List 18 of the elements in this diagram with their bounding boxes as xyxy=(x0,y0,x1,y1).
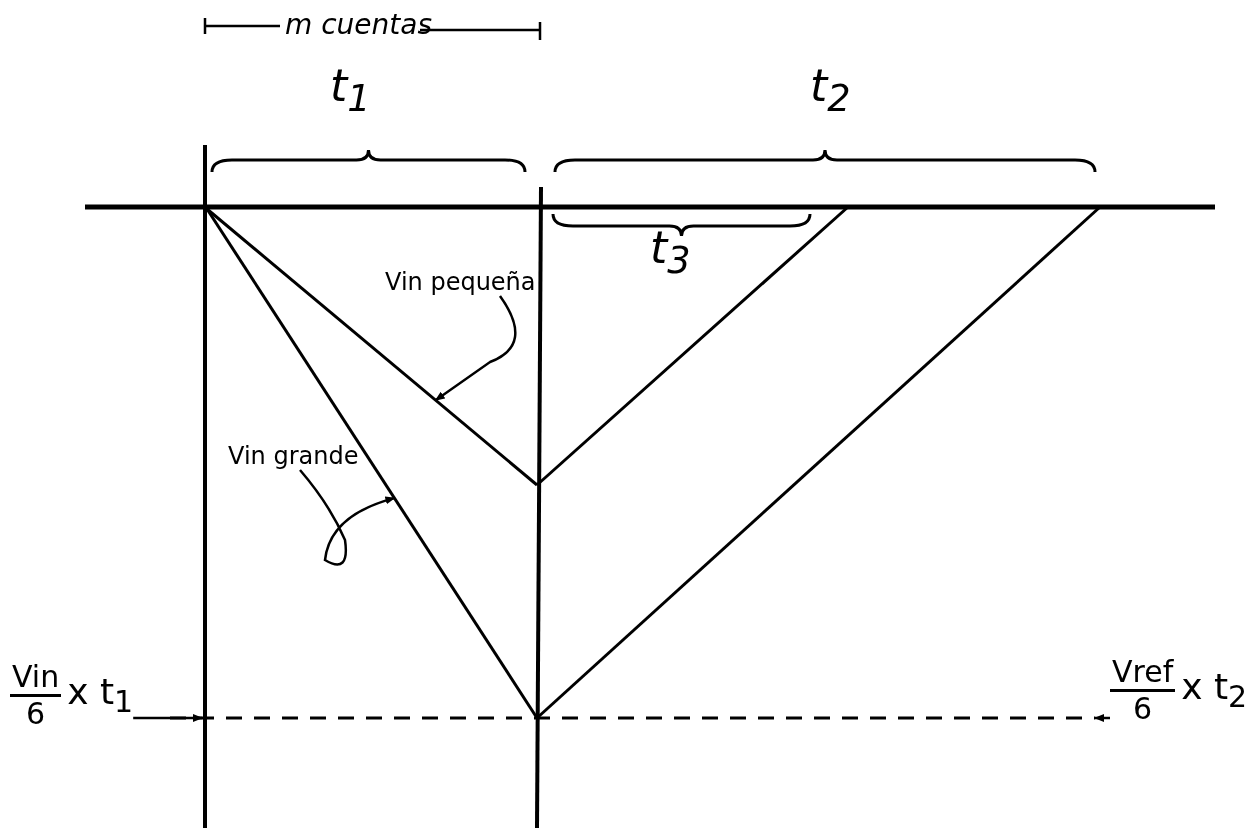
leader-line xyxy=(434,295,517,402)
ramp-line xyxy=(205,208,539,719)
fraction-numerator: Vin xyxy=(10,660,62,697)
time-label: t$_{3}$ xyxy=(650,222,691,282)
time-label: t$_{1}$ xyxy=(330,60,371,120)
leader-line xyxy=(133,714,203,722)
time-label: t$_{2}$ xyxy=(810,60,851,120)
leader-line xyxy=(299,469,396,566)
dashed-level-line xyxy=(170,716,1095,720)
fraction-denominator: 6 xyxy=(1133,692,1153,726)
curve-label: Vin grande xyxy=(228,442,359,470)
dimension-label: m cuentas xyxy=(285,8,432,41)
formula-factor: x t$_{2}$ xyxy=(1181,666,1248,715)
fraction-denominator: 6 xyxy=(26,697,46,731)
curve-label: Vin pequeña xyxy=(385,268,536,296)
leader-line xyxy=(1094,714,1110,722)
formula-factor: x t$_{1}$ xyxy=(67,671,134,720)
fraction-numerator: Vref xyxy=(1110,655,1176,692)
